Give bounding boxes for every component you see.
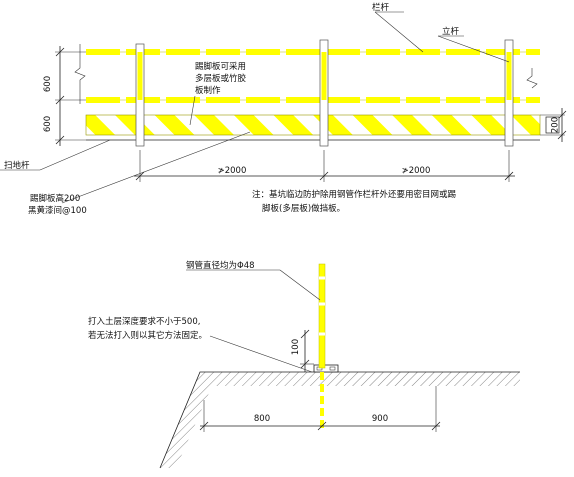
curb-height: 100 bbox=[291, 339, 301, 355]
top-rail-leader-diag bbox=[374, 11, 424, 53]
post-spacing-dimension bbox=[134, 150, 515, 182]
embed-note-line-2: 若无法打入则以其它方法固定。 bbox=[88, 330, 207, 341]
break-line-right bbox=[526, 68, 538, 89]
elevation-view: 600 600 200 ≯2000 ≯2000 bbox=[0, 2, 567, 216]
post-right bbox=[504, 39, 514, 147]
post-spacing-2: ≯2000 bbox=[402, 166, 431, 176]
toe-board-material-line1: 踢脚板可采用 bbox=[195, 61, 246, 72]
sweep-rod-label: 扫地杆 bbox=[4, 160, 30, 171]
height-dimension bbox=[55, 46, 86, 146]
toe-board-leader bbox=[61, 131, 251, 204]
section-width-dimension bbox=[199, 386, 441, 432]
toe-board bbox=[85, 114, 541, 136]
curb-block bbox=[313, 364, 339, 373]
setback-dim: 800 bbox=[254, 414, 270, 424]
note-line-1: 注：基坑临边防护除用钢管作栏杆外还要用密目网或踢 bbox=[252, 189, 457, 200]
toe-board-material-line3: 板制作 bbox=[195, 85, 221, 96]
note-line-2: 脚板(多层板)做挡板。 bbox=[262, 203, 345, 214]
top-rail-label: 栏杆 bbox=[372, 2, 390, 13]
break-line-left bbox=[74, 44, 86, 104]
section-view: 100 800 900 钢管直径均为Φ48 打入土层深度要求不小于500, 若无… bbox=[88, 260, 520, 469]
curb-height-dimension bbox=[300, 329, 314, 372]
embed-note-line-1: 打入土层深度要求不小于500, bbox=[88, 316, 200, 327]
lower-rail-spacing: 600 bbox=[43, 116, 53, 132]
ground-surface bbox=[160, 372, 520, 468]
post-middle bbox=[319, 39, 329, 147]
toe-board-material-line2: 多层板或竹胶 bbox=[195, 73, 247, 84]
post-leader-diag bbox=[437, 35, 510, 63]
embed-leader bbox=[209, 335, 313, 373]
outer-width-dim: 900 bbox=[372, 414, 388, 424]
toe-board-dimension bbox=[540, 108, 567, 142]
post-left bbox=[135, 43, 145, 147]
ground-edge bbox=[159, 371, 520, 469]
material-leader bbox=[189, 95, 196, 126]
pipe-leader-diag bbox=[279, 269, 321, 301]
stripe-direction-label: 黑黄漆间@100 bbox=[28, 205, 87, 216]
pipe-diameter-label: 钢管直径均为Φ48 bbox=[186, 260, 255, 271]
section-post bbox=[318, 263, 326, 432]
post-label: 立杆 bbox=[442, 26, 460, 37]
upper-rail-spacing: 600 bbox=[43, 76, 53, 92]
toe-board-height-dim: 200 bbox=[551, 117, 561, 133]
sweep-rod-leader bbox=[39, 139, 111, 171]
post-spacing-1: ≯2000 bbox=[218, 166, 247, 176]
toe-board-height-label: 踢脚板高200 bbox=[30, 193, 80, 204]
